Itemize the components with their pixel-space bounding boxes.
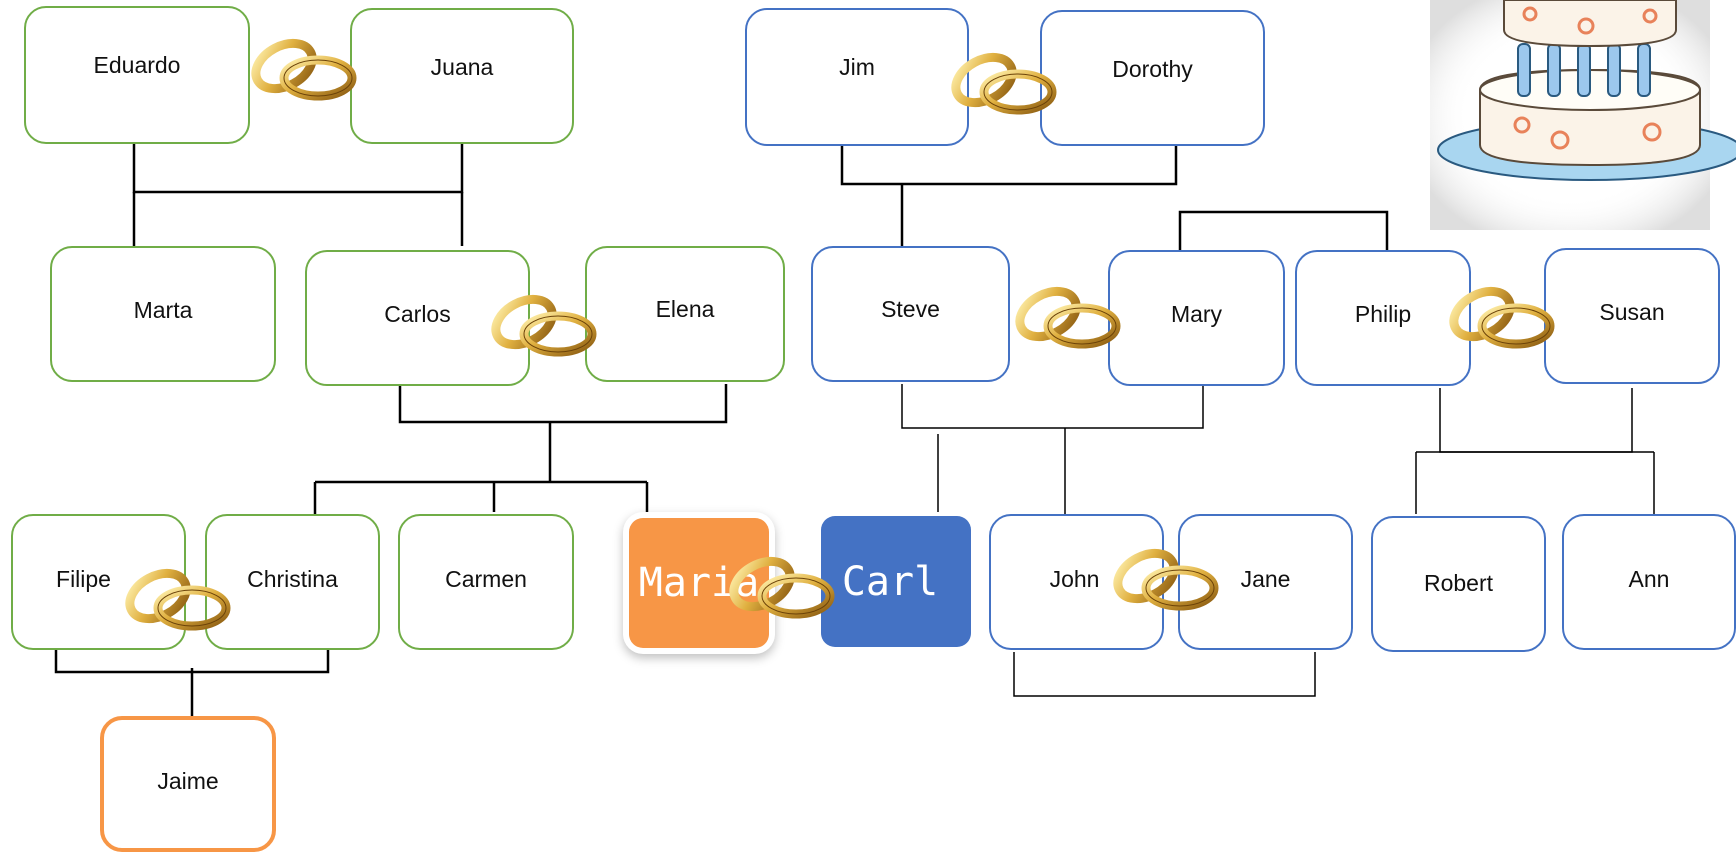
person-box-maria: Maria — [629, 518, 769, 648]
person-name: John — [1049, 565, 1100, 592]
person-name: Steve — [881, 295, 940, 322]
person-name: Filipe — [56, 565, 111, 592]
person-name: Mary — [1170, 300, 1223, 327]
person-name: Dorothy — [1112, 55, 1193, 82]
person-box-dorothy: Dorothy — [1040, 10, 1265, 146]
person-box-steve: Steve — [811, 246, 1010, 382]
person-box-carl: Carl — [821, 516, 971, 647]
person-box-jim: Jim — [745, 8, 969, 146]
person-name: Jaime — [157, 767, 219, 794]
person-name: Elena — [655, 295, 715, 322]
person-name: Carmen — [445, 565, 527, 592]
person-name: Jane — [1240, 565, 1291, 592]
person-box-susan: Susan — [1544, 248, 1720, 384]
person-box-eduardo: Eduardo — [24, 6, 250, 144]
person-name: Carlos — [384, 300, 451, 327]
person-box-elena: Elena — [585, 246, 785, 382]
person-box-filipe: Filipe — [11, 514, 186, 650]
person-name: Philip — [1354, 300, 1412, 327]
person-box-carmen: Carmen — [398, 514, 574, 650]
person-box-ann: Ann — [1562, 514, 1736, 650]
person-box-john: John — [989, 514, 1164, 650]
person-box-carlos: Carlos — [305, 250, 530, 386]
person-name: Marta — [133, 296, 193, 323]
person-box-mary: Mary — [1108, 250, 1285, 386]
person-box-philip: Philip — [1295, 250, 1471, 386]
person-box-christina: Christina — [205, 514, 380, 650]
person-box-jaime: Jaime — [100, 716, 276, 852]
person-box-marta: Marta — [50, 246, 276, 382]
person-name: Ann — [1628, 565, 1670, 592]
person-name: Christina — [247, 565, 338, 592]
person-name: Carl — [841, 558, 939, 605]
person-name: Juana — [430, 53, 494, 80]
person-name: Eduardo — [93, 51, 181, 78]
person-name: Robert — [1423, 569, 1494, 596]
person-box-jane: Jane — [1178, 514, 1353, 650]
person-name: Jim — [839, 53, 875, 80]
person-box-robert: Robert — [1371, 516, 1546, 652]
person-name: Susan — [1599, 298, 1665, 325]
